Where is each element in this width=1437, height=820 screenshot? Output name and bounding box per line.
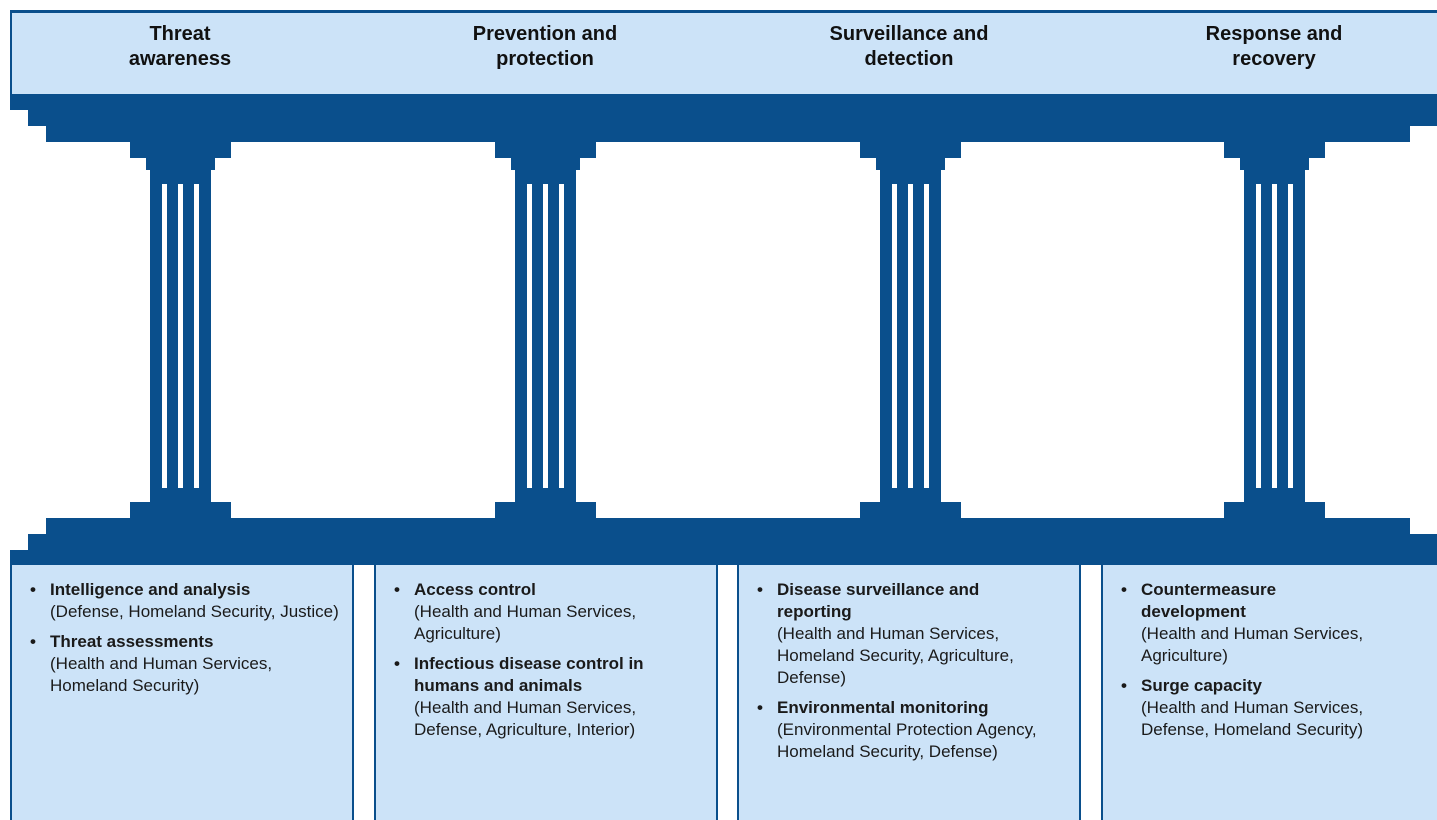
item-agencies: (Health and Human Services, Agriculture) xyxy=(1141,624,1364,665)
item-agencies: (Health and Human Services, Defense, Hom… xyxy=(1141,698,1364,739)
list-item: • Disease surveillance and reporting (He… xyxy=(753,579,1069,689)
column-capital xyxy=(146,158,215,170)
column-flute xyxy=(559,184,564,488)
lower-beam-step-3 xyxy=(10,550,1437,565)
column-base xyxy=(495,502,596,518)
pillar-title-line: Prevention and xyxy=(472,23,618,45)
column-flute xyxy=(1288,184,1293,488)
bullet: • xyxy=(394,654,400,673)
item-agencies: (Health and Human Services, Homeland Sec… xyxy=(50,654,273,695)
pillar-title-surveillance-detection: Surveillance and detection xyxy=(759,22,1059,72)
item-title: Access control xyxy=(414,580,536,599)
item-title: Countermeasure development xyxy=(1141,580,1277,621)
pillar-box-response-recovery: • Countermeasure development (Health and… xyxy=(1101,565,1437,820)
column-flute xyxy=(1272,184,1277,488)
column-flute xyxy=(924,184,929,488)
pillar-box-threat-awareness: • Intelligence and analysis (Defense, Ho… xyxy=(10,565,354,820)
column-capital xyxy=(130,142,231,158)
pillar-title-line: detection xyxy=(864,48,954,70)
column-shaft xyxy=(150,170,211,502)
column-flute xyxy=(162,184,167,488)
item-title: Disease surveillance and reporting xyxy=(777,580,980,621)
column-flute xyxy=(543,184,548,488)
pillar-box-surveillance-detection: • Disease surveillance and reporting (He… xyxy=(737,565,1081,820)
item-title: Surge capacity xyxy=(1141,676,1262,695)
pillar-title-threat-awareness: Threat awareness xyxy=(30,22,330,72)
column-shaft xyxy=(515,170,576,502)
item-agencies: (Health and Human Services, Defense, Agr… xyxy=(414,698,637,739)
column-shaft xyxy=(1244,170,1305,502)
item-title: Environmental monitoring xyxy=(777,698,989,717)
list-item: • Surge capacity (Health and Human Servi… xyxy=(1117,675,1427,741)
pillar-box-prevention-protection: • Access control (Health and Human Servi… xyxy=(374,565,718,820)
item-agencies: (Environmental Protection Agency, Homela… xyxy=(777,720,1037,761)
bullet: • xyxy=(1121,676,1127,695)
bullet: • xyxy=(394,580,400,599)
item-agencies: (Health and Human Services, Agriculture) xyxy=(414,602,637,643)
upper-beam-step-1 xyxy=(10,94,1437,110)
lower-beam-step-2 xyxy=(28,534,1437,550)
column-capital xyxy=(511,158,580,170)
pillar-title-line: Response and xyxy=(1205,23,1343,45)
pillar-title-line: recovery xyxy=(1232,48,1316,70)
column-base xyxy=(1224,502,1325,518)
upper-beam-step-3 xyxy=(46,126,1410,142)
column-capital xyxy=(495,142,596,158)
bullet: • xyxy=(1121,580,1127,599)
item-agencies: (Health and Human Services, Homeland Sec… xyxy=(777,624,1014,687)
list-item: • Access control (Health and Human Servi… xyxy=(390,579,706,645)
column-base xyxy=(860,502,961,518)
item-title: Infectious disease control in humans and… xyxy=(414,654,644,695)
list-item: • Intelligence and analysis (Defense, Ho… xyxy=(26,579,342,623)
item-title: Intelligence and analysis xyxy=(50,580,251,599)
column-base xyxy=(130,502,231,518)
list-item: • Infectious disease control in humans a… xyxy=(390,653,706,741)
column-flute xyxy=(908,184,913,488)
pillar-title-response-recovery: Response and recovery xyxy=(1124,22,1424,72)
bullet: • xyxy=(757,580,763,599)
column-capital xyxy=(1240,158,1309,170)
lower-beam-step-1 xyxy=(46,518,1410,534)
column-capital xyxy=(860,142,961,158)
header-band xyxy=(10,10,1437,94)
list-item: • Countermeasure development (Health and… xyxy=(1117,579,1427,667)
pillar-title-line: awareness xyxy=(128,48,232,70)
column-capital xyxy=(1224,142,1325,158)
pillar-title-line: Threat xyxy=(149,23,211,45)
pillar-title-line: Surveillance and xyxy=(829,23,989,45)
column-flute xyxy=(892,184,897,488)
pillar-title-line: protection xyxy=(496,48,594,70)
pillar-title-prevention-protection: Prevention and protection xyxy=(395,22,695,72)
list-item: • Environmental monitoring (Environmenta… xyxy=(753,697,1069,763)
item-agencies: (Defense, Homeland Security, Justice) xyxy=(50,602,339,621)
item-title: Threat assessments xyxy=(50,632,214,651)
column-capital xyxy=(876,158,945,170)
column-shaft xyxy=(880,170,941,502)
bullet: • xyxy=(30,580,36,599)
bullet: • xyxy=(30,632,36,651)
list-item: • Threat assessments (Health and Human S… xyxy=(26,631,342,697)
bullet: • xyxy=(757,698,763,717)
column-flute xyxy=(178,184,183,488)
column-flute xyxy=(1256,184,1261,488)
column-flute xyxy=(527,184,532,488)
column-flute xyxy=(194,184,199,488)
upper-beam-step-2 xyxy=(28,110,1437,126)
